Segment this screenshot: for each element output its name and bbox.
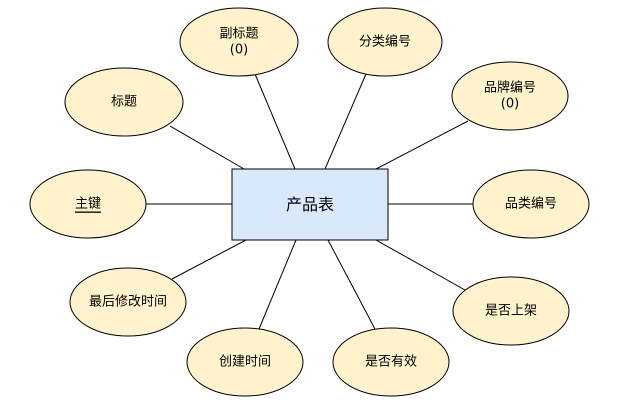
attributes: 副标题(0)分类编号标题品牌编号(0)主键品类编号最后修改时间是否上架创建时间是… bbox=[29, 7, 590, 397]
attribute-subtitle[interactable]: 副标题(0) bbox=[179, 7, 299, 77]
attribute-on-shelf[interactable]: 是否上架 bbox=[452, 276, 570, 346]
attribute-ellipse[interactable] bbox=[179, 7, 299, 77]
attribute-label-line-2: (0) bbox=[501, 97, 519, 112]
attribute-label: 是否上架 bbox=[485, 304, 537, 319]
connector-on-shelf bbox=[375, 239, 466, 291]
attribute-label-line-1: 品牌编号 bbox=[484, 80, 536, 96]
attribute-ellipse[interactable] bbox=[452, 276, 570, 346]
attribute-label-line-2: (0) bbox=[230, 43, 248, 58]
connector-category-no bbox=[324, 73, 367, 170]
attribute-label: 最后修改时间 bbox=[89, 295, 167, 310]
connector-is-valid bbox=[327, 239, 376, 330]
attribute-last-modified[interactable]: 最后修改时间 bbox=[69, 267, 187, 337]
attribute-title[interactable]: 标题 bbox=[64, 67, 184, 137]
attribute-label: 品类编号 bbox=[505, 197, 557, 212]
attribute-ellipse[interactable] bbox=[69, 267, 187, 337]
connectors bbox=[146, 73, 473, 330]
attribute-label: 创建时间 bbox=[219, 355, 271, 370]
attribute-brand-no[interactable]: 品牌编号(0) bbox=[451, 61, 569, 131]
attribute-ellipse[interactable] bbox=[472, 169, 590, 239]
entity-box[interactable] bbox=[231, 168, 389, 241]
entity-label: 产品表 bbox=[286, 195, 334, 214]
attribute-primary-key[interactable]: 主键 bbox=[29, 169, 147, 239]
attribute-label: 主键 bbox=[75, 197, 101, 212]
attribute-ellipse[interactable] bbox=[186, 327, 304, 397]
connector-subtitle bbox=[254, 73, 296, 170]
attribute-ellipse[interactable] bbox=[29, 169, 147, 239]
attribute-is-valid[interactable]: 是否有效 bbox=[332, 327, 450, 397]
connector-title bbox=[169, 125, 245, 170]
attribute-label: 是否有效 bbox=[365, 355, 417, 370]
attribute-ellipse[interactable] bbox=[451, 61, 569, 131]
attribute-category-no[interactable]: 分类编号 bbox=[327, 7, 443, 77]
attribute-ellipse[interactable] bbox=[327, 7, 443, 77]
attribute-label-line-1: 副标题 bbox=[219, 27, 258, 42]
attribute-label: 标题 bbox=[111, 95, 137, 110]
attribute-ellipse[interactable] bbox=[332, 327, 450, 397]
attribute-created-time[interactable]: 创建时间 bbox=[186, 327, 304, 397]
attribute-product-cat-no[interactable]: 品类编号 bbox=[472, 169, 590, 239]
attribute-ellipse[interactable] bbox=[64, 67, 184, 137]
entity-product-table[interactable]: 产品表 bbox=[231, 168, 389, 241]
connector-last-modified bbox=[171, 239, 247, 280]
connector-brand-no bbox=[375, 120, 469, 170]
attribute-label: 分类编号 bbox=[359, 35, 411, 50]
connector-created-time bbox=[258, 239, 297, 330]
